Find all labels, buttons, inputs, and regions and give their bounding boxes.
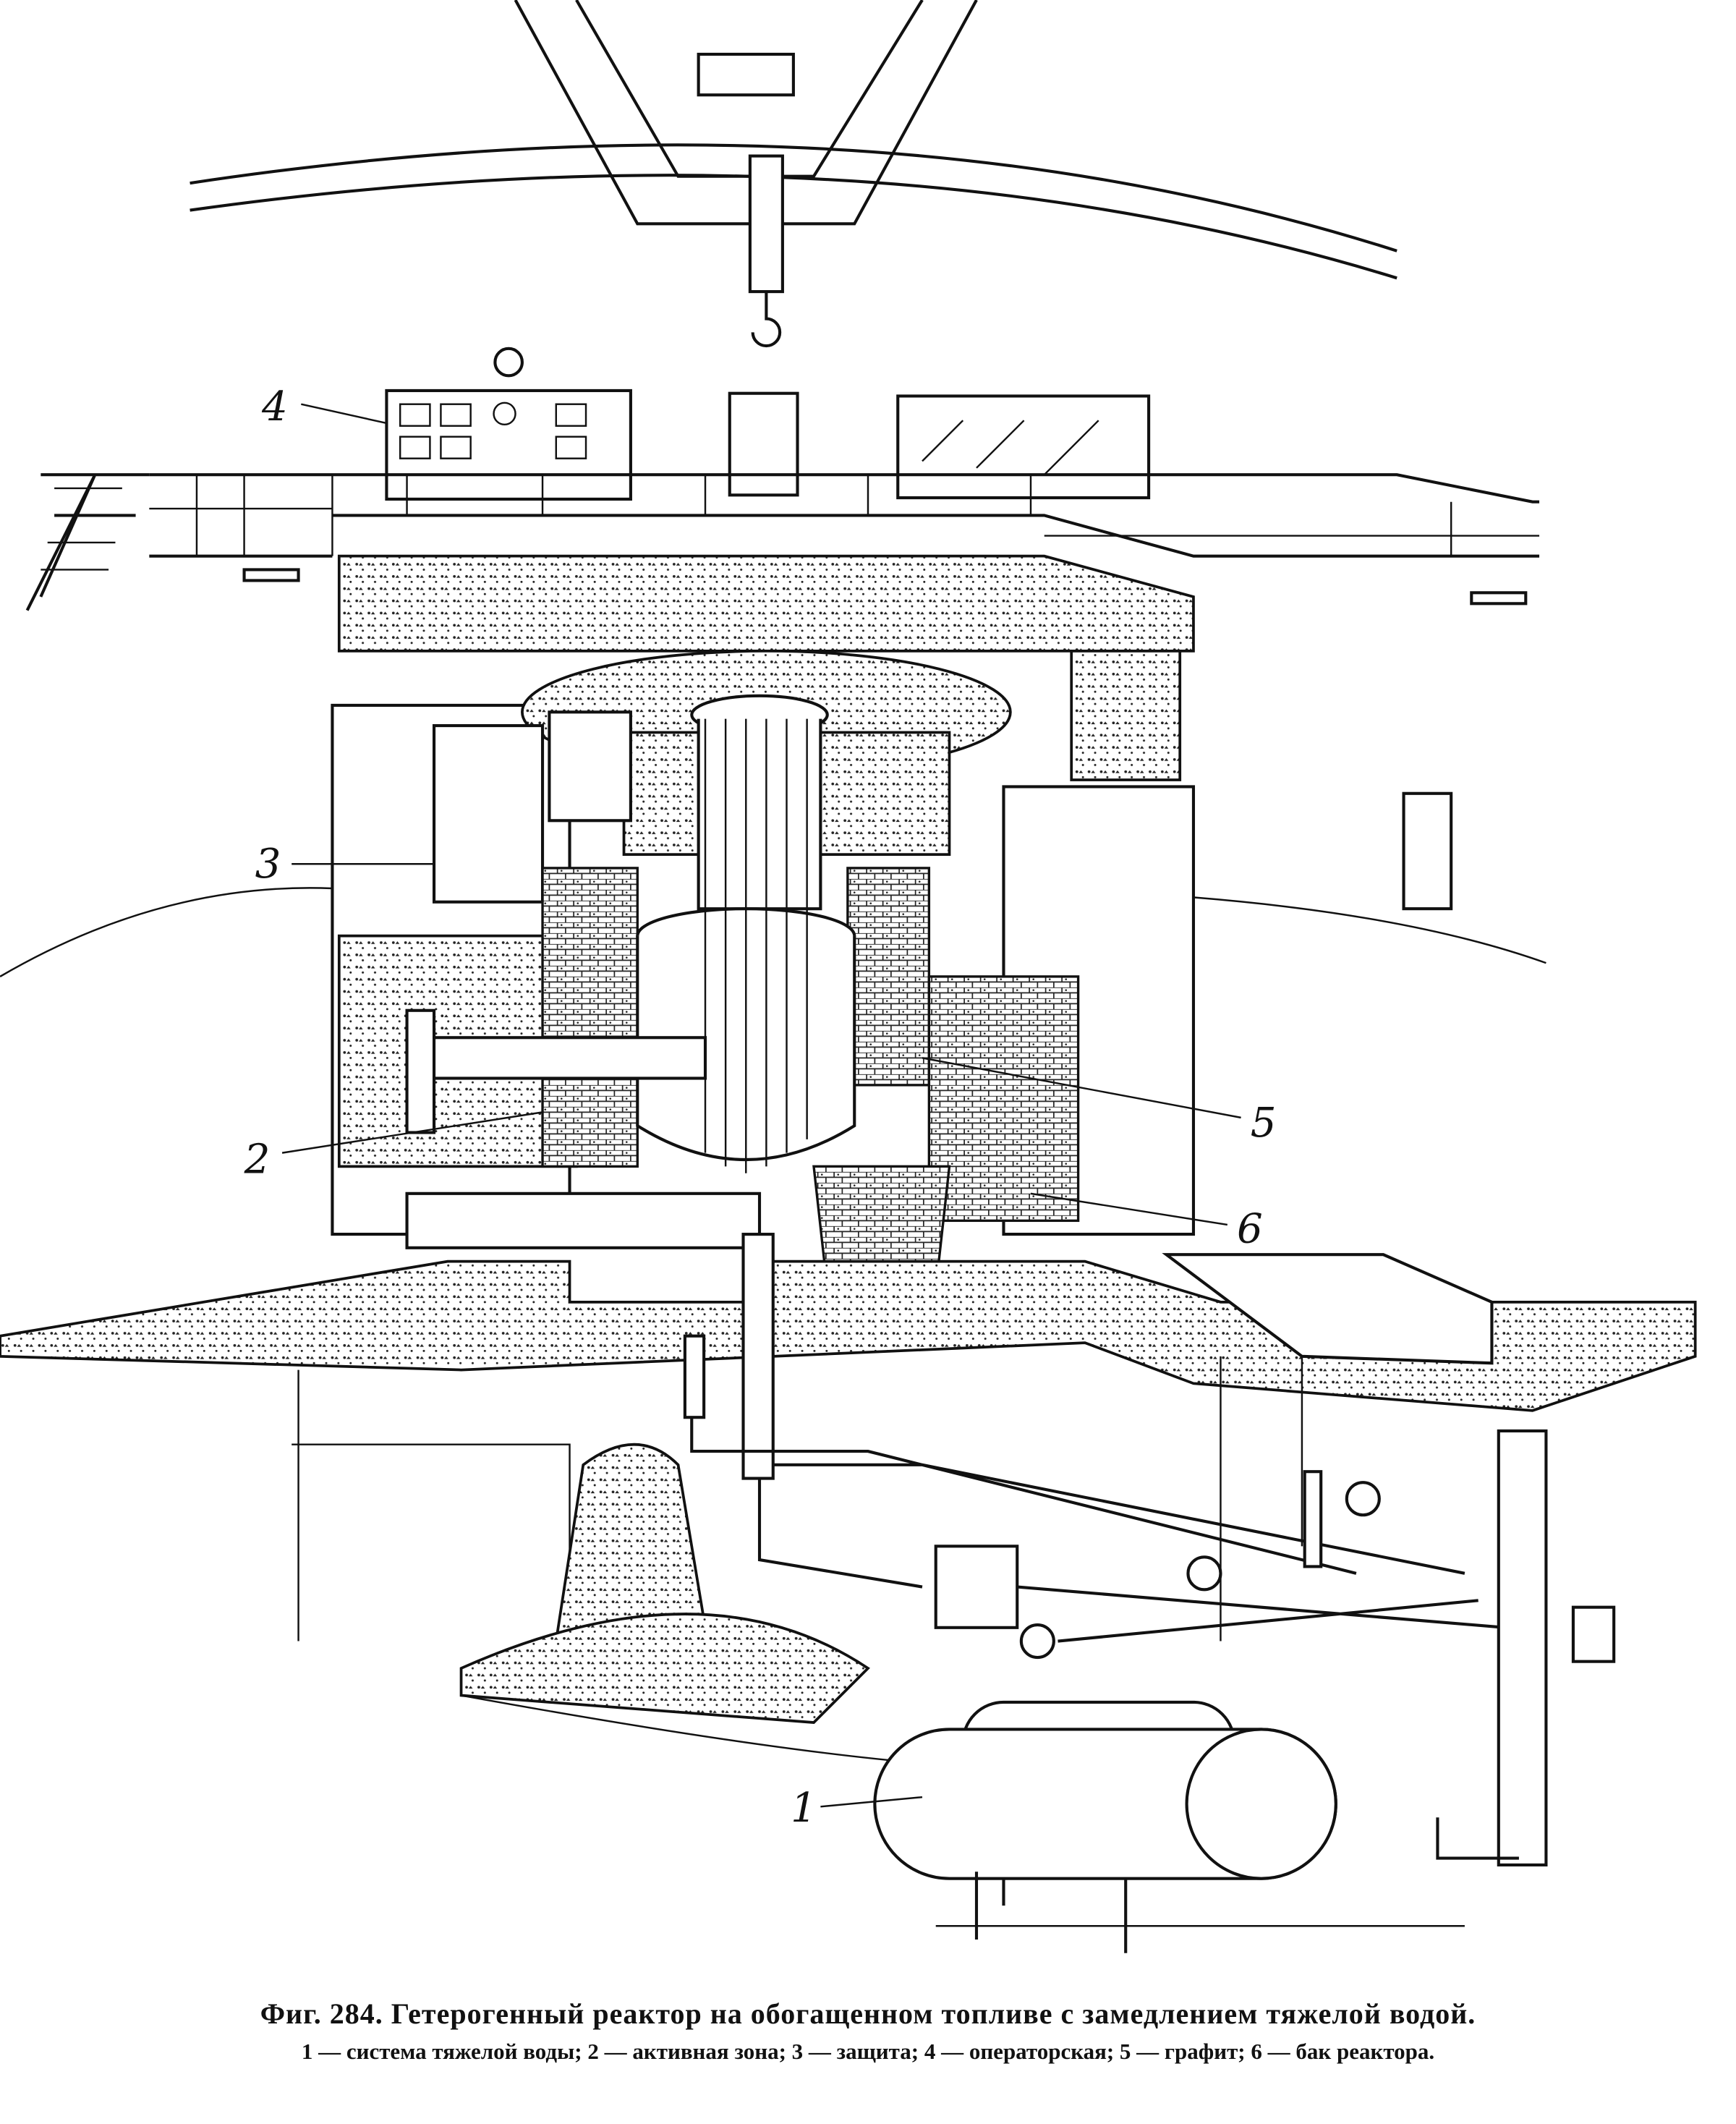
figure-caption-legend: 1 — система тяжелой воды; 2 — активная з… <box>301 2039 1435 2064</box>
figure-caption-title: Фиг. 284. Гетерогенный реактор на обогащ… <box>260 1997 1476 2030</box>
label-3-shielding: 3 <box>255 841 281 888</box>
overhead-crane <box>190 0 1397 348</box>
label-5-graphite: 5 <box>1251 1100 1277 1147</box>
reactor-building <box>331 554 1453 1236</box>
label-2-active-zone: 2 <box>244 1137 271 1184</box>
upper-platform <box>25 473 1540 611</box>
operator-room <box>385 347 1151 501</box>
label-6-reactor-tank: 6 <box>1237 1205 1263 1252</box>
floor-slab <box>0 1191 1697 1927</box>
leader-lines <box>281 403 1241 1808</box>
label-4-operator-room: 4 <box>261 383 288 430</box>
dome-wall-left <box>0 887 333 977</box>
reactor-core <box>405 694 951 1290</box>
heavy-water-system <box>683 1233 1616 1953</box>
label-1-heavy-water-system: 1 <box>791 1785 817 1832</box>
